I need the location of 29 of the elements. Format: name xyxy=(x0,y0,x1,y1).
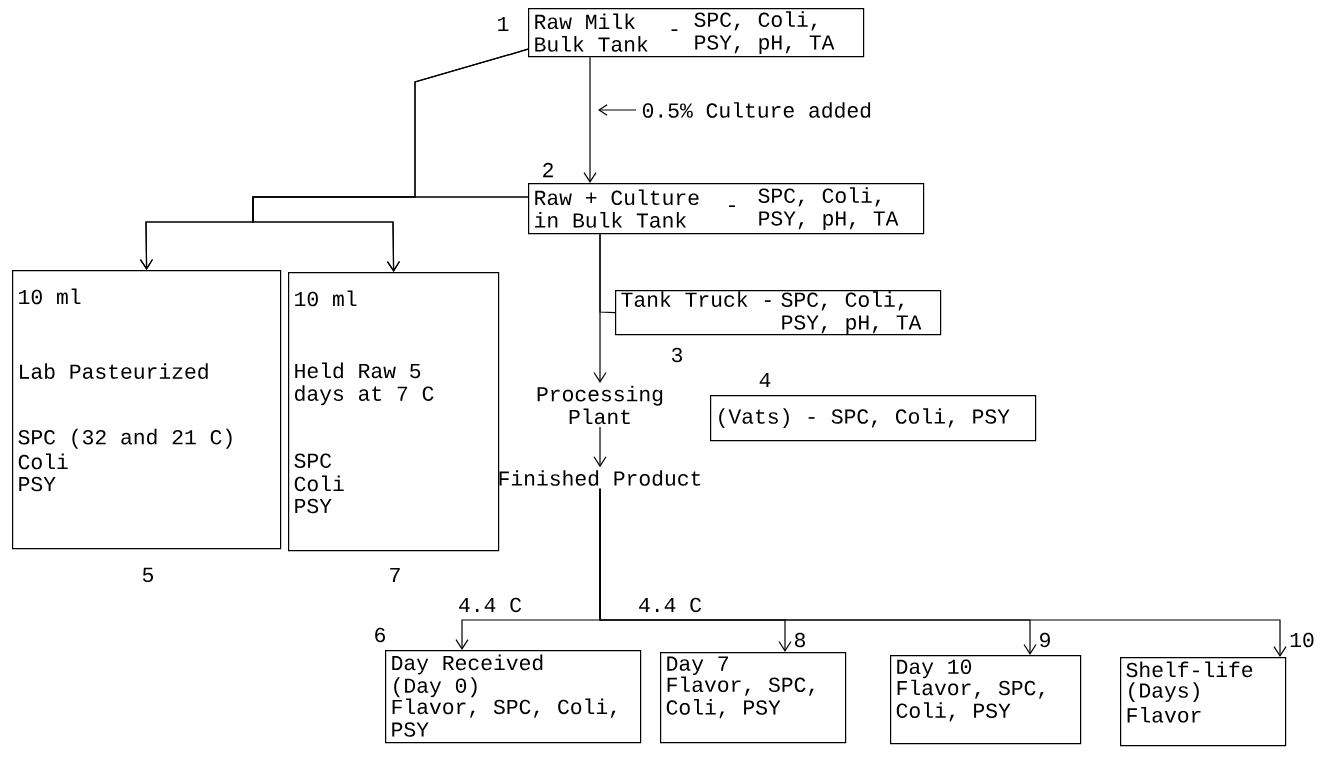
process-box: Tank Truck - SPC, Coli, PSY, pH, TA xyxy=(615,290,942,336)
arrow xyxy=(583,56,597,183)
callout-number: 9 xyxy=(1040,632,1050,648)
process-box: Day 7 Flavor, SPC, Coli, PSY xyxy=(660,652,847,744)
edge-label: 0.5% Culture added xyxy=(640,100,874,120)
arrow xyxy=(593,426,607,468)
edge-label: 4.4 C xyxy=(456,596,524,614)
arrow xyxy=(252,196,529,272)
process-box: (Vats) - SPC, Coli, PSY xyxy=(710,395,1037,442)
process-box: 10 ml Held Raw 5 days at 7 C SPC Coli PSY xyxy=(288,272,500,552)
callout-number: 3 xyxy=(671,347,683,363)
callout-number: 7 xyxy=(390,567,400,582)
process-box: 10 ml Lab Pasteurized SPC (32 and 21 C) Coli PSY xyxy=(12,270,282,550)
process-box: Raw Milk Bulk Tank - SPC, Coli, PSY, pH, TA xyxy=(528,8,865,58)
stage-label: Processing Plant xyxy=(537,385,663,425)
arrow xyxy=(599,488,1287,657)
callout-number: 6 xyxy=(375,627,385,643)
process-box: Raw + Culture in Bulk Tank - SPC, Coli, PSY, pH, TA xyxy=(528,183,925,235)
process-box: Day Received (Day 0) Flavor, SPC, Coli, PSY xyxy=(385,650,642,744)
stage-label: Finished Product xyxy=(499,470,701,486)
callout-number: 2 xyxy=(543,162,553,178)
process-box: Day 10 Flavor, SPC, Coli, PSY xyxy=(890,655,1082,745)
callout-number: 4 xyxy=(759,372,771,387)
process-box: Shelf-life (Days) Flavor xyxy=(1120,657,1287,747)
edge-label: 4.4 C xyxy=(636,596,704,614)
callout-number: 1 xyxy=(498,16,509,31)
callout-number: 10 xyxy=(1290,632,1314,648)
callout-number: 8 xyxy=(795,632,805,648)
callout-number: 5 xyxy=(142,567,154,583)
